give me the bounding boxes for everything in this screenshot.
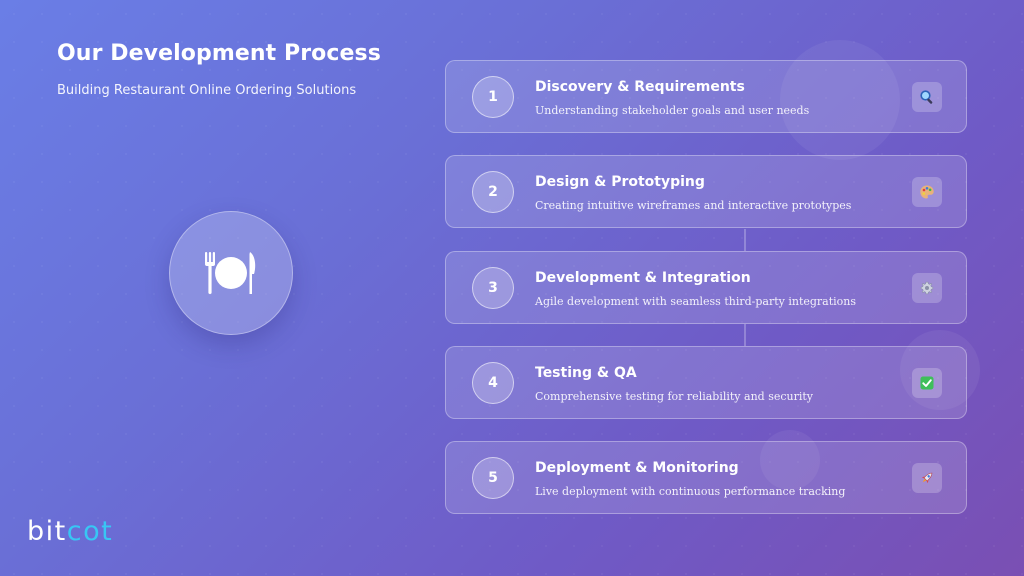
step-title: Discovery & Requirements [535, 79, 745, 95]
step-title: Development & Integration [535, 270, 751, 286]
step-number-badge: 3 [472, 267, 514, 309]
step-number-badge: 2 [472, 171, 514, 213]
step-number-badge: 1 [472, 76, 514, 118]
process-step-discovery: 1 Discovery & Requirements Understanding… [445, 60, 967, 133]
process-step-deployment: 5 Deployment & Monitoring Live deploymen… [445, 441, 967, 514]
slide-title: Our Development Process [57, 41, 381, 66]
step-icon-tile [912, 177, 942, 207]
step-description: Agile development with seamless third-pa… [535, 295, 857, 308]
magnifier-icon [920, 90, 933, 104]
process-step-design: 2 Design & Prototyping Creating intuitiv… [445, 155, 967, 228]
timeline-connector [744, 324, 746, 346]
hero-icon-circle [169, 211, 293, 335]
process-step-testing: 4 Testing & QA Comprehensive testing for… [445, 346, 967, 419]
step-description: Understanding stakeholder goals and user… [535, 104, 810, 117]
step-title: Testing & QA [535, 365, 637, 381]
step-title: Design & Prototyping [535, 174, 705, 190]
step-description: Live deployment with continuous performa… [535, 485, 846, 498]
step-icon-tile [912, 463, 942, 493]
step-icon-tile [912, 368, 942, 398]
logo-text-part2: cot [66, 516, 114, 547]
timeline-connector [744, 229, 746, 251]
process-step-development: 3 Development & Integration Agile develo… [445, 251, 967, 324]
plate-fork-knife-icon [205, 252, 256, 294]
step-description: Comprehensive testing for reliability an… [535, 390, 814, 403]
slide-subtitle: Building Restaurant Online Ordering Solu… [57, 83, 357, 98]
logo-text-part1: bit [27, 516, 67, 547]
step-icon-tile [912, 82, 942, 112]
rocket-icon [921, 472, 933, 484]
step-number-badge: 5 [472, 457, 514, 499]
step-description: Creating intuitive wireframes and intera… [535, 199, 852, 212]
brand-logo: bitcot [27, 516, 113, 547]
step-title: Deployment & Monitoring [535, 460, 739, 476]
check-box-icon [920, 376, 934, 390]
gear-icon [920, 281, 934, 295]
step-number-badge: 4 [472, 362, 514, 404]
step-icon-tile [912, 273, 942, 303]
palette-icon [920, 185, 934, 199]
